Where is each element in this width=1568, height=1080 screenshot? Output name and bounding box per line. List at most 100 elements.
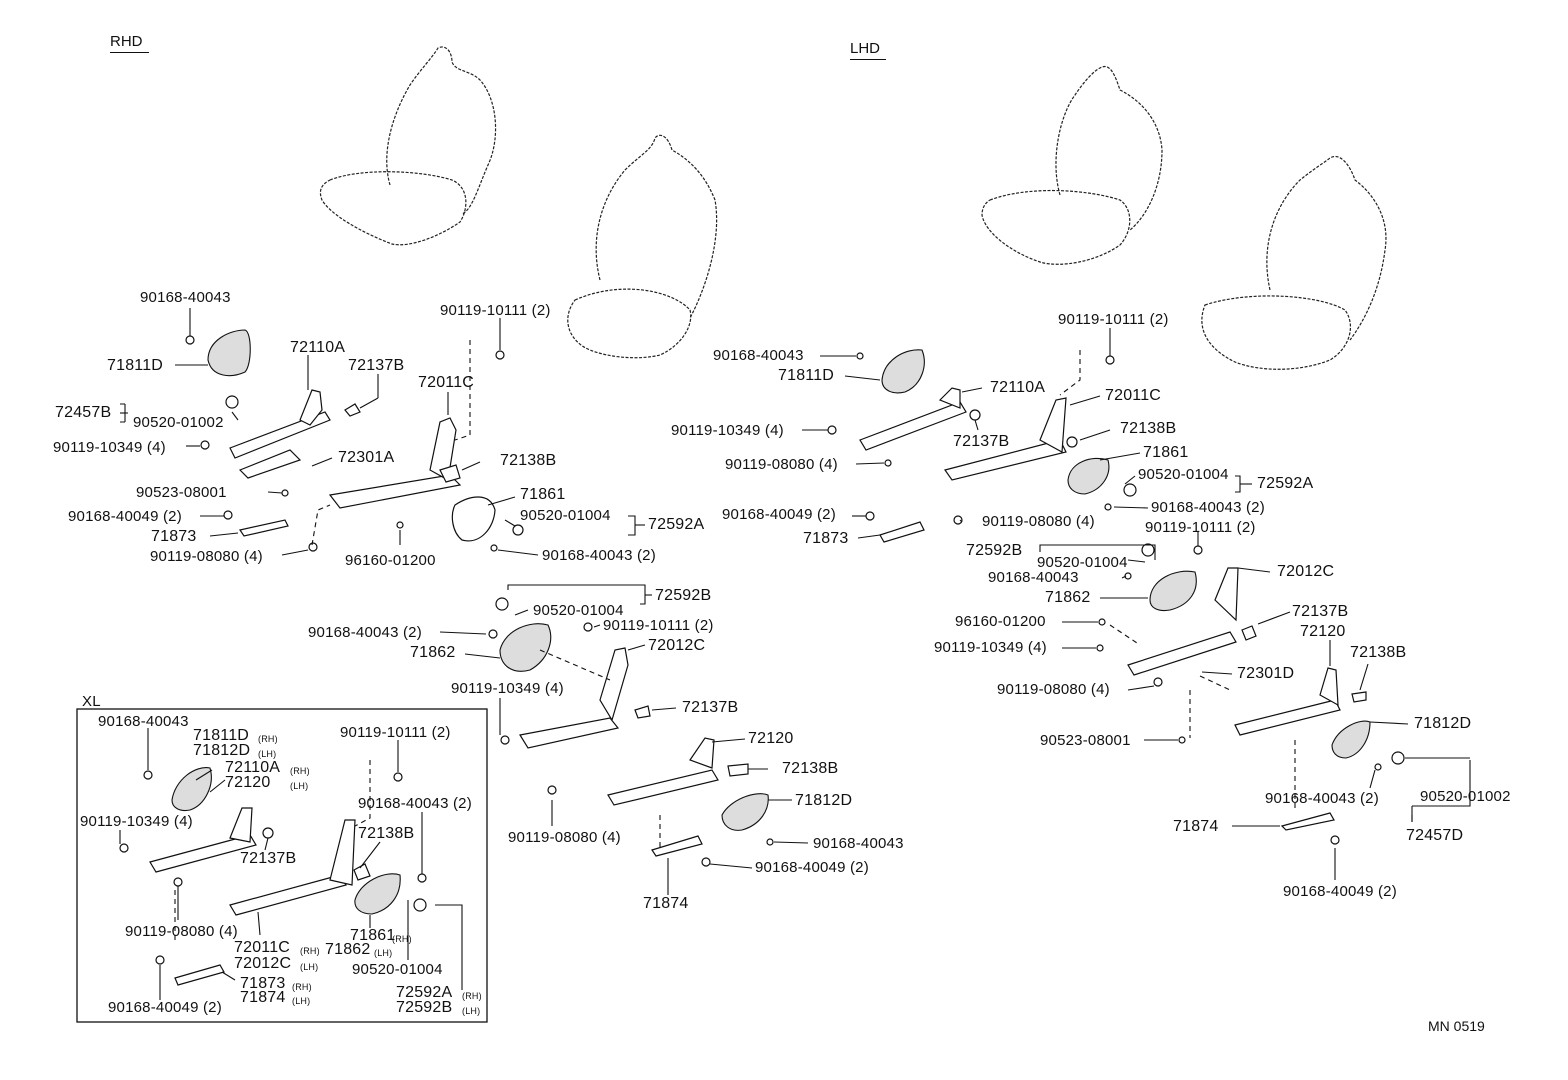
part-label: 90520-01004 bbox=[1138, 466, 1229, 483]
part-label: 72592A bbox=[648, 516, 705, 533]
part-label: 72592B bbox=[396, 999, 453, 1016]
part-label: 71873 bbox=[151, 528, 197, 545]
part-label: 96160-01200 bbox=[345, 552, 436, 569]
part-label: 72138B bbox=[782, 760, 839, 777]
part-label: 72012C bbox=[234, 955, 292, 972]
part-label: 72110A bbox=[990, 379, 1046, 396]
part-label: 72301A bbox=[338, 449, 395, 466]
rhd-lower-assembly bbox=[488, 597, 774, 867]
part-label: 90168-40043 (2) bbox=[1151, 499, 1265, 516]
rhd-header: RHD bbox=[110, 33, 149, 53]
part-label: 72137B bbox=[953, 433, 1010, 450]
part-label: 72457D bbox=[1406, 827, 1464, 844]
part-label: 90520-01004 bbox=[352, 961, 443, 978]
part-label: 90520-01004 bbox=[533, 602, 624, 619]
part-label: 90119-10111 (2) bbox=[1145, 519, 1256, 536]
part-label: 90168-40049 (2) bbox=[108, 999, 222, 1016]
part-label: 90119-10349 (4) bbox=[934, 639, 1047, 656]
part-label: 72137B bbox=[682, 699, 739, 716]
part-label: (RH) bbox=[462, 991, 482, 1001]
part-label: 90119-10111 (2) bbox=[440, 302, 551, 319]
seat-outline-rhd-rear bbox=[319, 46, 497, 246]
part-label: 71874 bbox=[240, 989, 286, 1006]
part-label: 71812D bbox=[1414, 715, 1472, 732]
part-label: 90520-01004 bbox=[520, 507, 611, 524]
part-label: 71862 bbox=[1045, 589, 1091, 606]
part-label: 72301D bbox=[1237, 665, 1295, 682]
lhd-lower-assembly bbox=[1096, 543, 1405, 845]
part-label: (LH) bbox=[292, 996, 311, 1006]
part-label: 71861 bbox=[520, 486, 566, 503]
part-label: 72592B bbox=[966, 542, 1023, 559]
part-label: 90119-08080 (4) bbox=[125, 923, 238, 940]
part-label: 90119-10349 (4) bbox=[53, 439, 166, 456]
part-label: 72137B bbox=[240, 850, 297, 867]
part-label: 90168-40043 bbox=[140, 289, 231, 306]
part-label: 72138B bbox=[500, 452, 557, 469]
lhd-header: LHD bbox=[850, 40, 887, 60]
part-label: 90119-08080 (4) bbox=[508, 829, 621, 846]
part-label: (LH) bbox=[462, 1006, 481, 1016]
part-label: 72110A bbox=[225, 759, 281, 776]
part-label: 71811D bbox=[193, 727, 250, 744]
part-label: 72110A bbox=[290, 339, 346, 356]
part-label: (RH) bbox=[292, 982, 312, 992]
part-label: 90168-40043 bbox=[988, 569, 1079, 586]
part-label: 71811D bbox=[107, 357, 164, 374]
part-label: 71812D bbox=[795, 792, 853, 809]
part-label: 90119-10111 (2) bbox=[603, 617, 714, 634]
part-label: 71873 bbox=[803, 530, 849, 547]
part-label: 90523-08001 bbox=[136, 484, 227, 501]
part-label: 90168-40043 (2) bbox=[1265, 790, 1379, 807]
part-label: 90168-40049 (2) bbox=[1283, 883, 1397, 900]
part-label: (LH) bbox=[374, 948, 393, 958]
part-label: 90520-01002 bbox=[133, 414, 224, 431]
part-label: 72011C bbox=[1105, 387, 1162, 404]
part-label: 72120 bbox=[1300, 623, 1346, 640]
part-label: 71811D bbox=[778, 367, 835, 384]
part-label: 90119-10111 (2) bbox=[340, 724, 451, 741]
part-label: 72457B bbox=[55, 404, 112, 421]
xl-assembly bbox=[119, 767, 427, 986]
part-label: 71861 bbox=[1143, 444, 1189, 461]
part-label: (LH) bbox=[258, 749, 277, 759]
part-label: 72592A bbox=[396, 984, 453, 1001]
part-label: 72120 bbox=[225, 774, 271, 791]
part-label: 90168-40049 (2) bbox=[722, 506, 836, 523]
part-label: 71862 bbox=[325, 941, 371, 958]
part-label: 72011C bbox=[418, 374, 475, 391]
part-label: (LH) bbox=[290, 781, 309, 791]
part-label: 72137B bbox=[348, 357, 405, 374]
part-label: 90119-10349 (4) bbox=[80, 813, 193, 830]
part-label: 90119-10111 (2) bbox=[1058, 311, 1169, 328]
part-label: 90168-40043 (2) bbox=[358, 795, 472, 812]
seat-outline-rhd-front bbox=[567, 134, 718, 359]
part-label: 90168-40043 (2) bbox=[308, 624, 422, 641]
part-label: 90168-40043 bbox=[98, 713, 189, 730]
leader-lines bbox=[119, 308, 1471, 1000]
part-label: 72138B bbox=[1350, 644, 1407, 661]
part-label: 90520-01002 bbox=[1420, 788, 1511, 805]
part-label: 90119-10349 (4) bbox=[451, 680, 564, 697]
part-label: 71861 bbox=[350, 927, 396, 944]
seat-outline-lhd-rear bbox=[981, 66, 1163, 265]
part-label: (RH) bbox=[258, 734, 278, 744]
part-label: 90119-10349 (4) bbox=[671, 422, 784, 439]
part-label: 90168-40043 (2) bbox=[542, 547, 656, 564]
part-label: 72012C bbox=[1277, 563, 1335, 580]
part-label: (RH) bbox=[290, 766, 310, 776]
sheet-id: MN 0519 bbox=[1428, 1018, 1485, 1034]
part-label: 90119-08080 (4) bbox=[982, 513, 1095, 530]
part-label: 90119-08080 (4) bbox=[150, 548, 263, 565]
xl-header: XL bbox=[82, 693, 101, 710]
part-label: 71862 bbox=[410, 644, 456, 661]
part-label: 72012C bbox=[648, 637, 706, 654]
xl-box bbox=[76, 708, 488, 1023]
part-label: 90523-08001 bbox=[1040, 732, 1131, 749]
part-label: 72011C bbox=[234, 939, 291, 956]
rhd-upper-assembly bbox=[185, 329, 524, 552]
part-label: 90520-01004 bbox=[1037, 554, 1128, 571]
part-label: (RH) bbox=[300, 946, 320, 956]
